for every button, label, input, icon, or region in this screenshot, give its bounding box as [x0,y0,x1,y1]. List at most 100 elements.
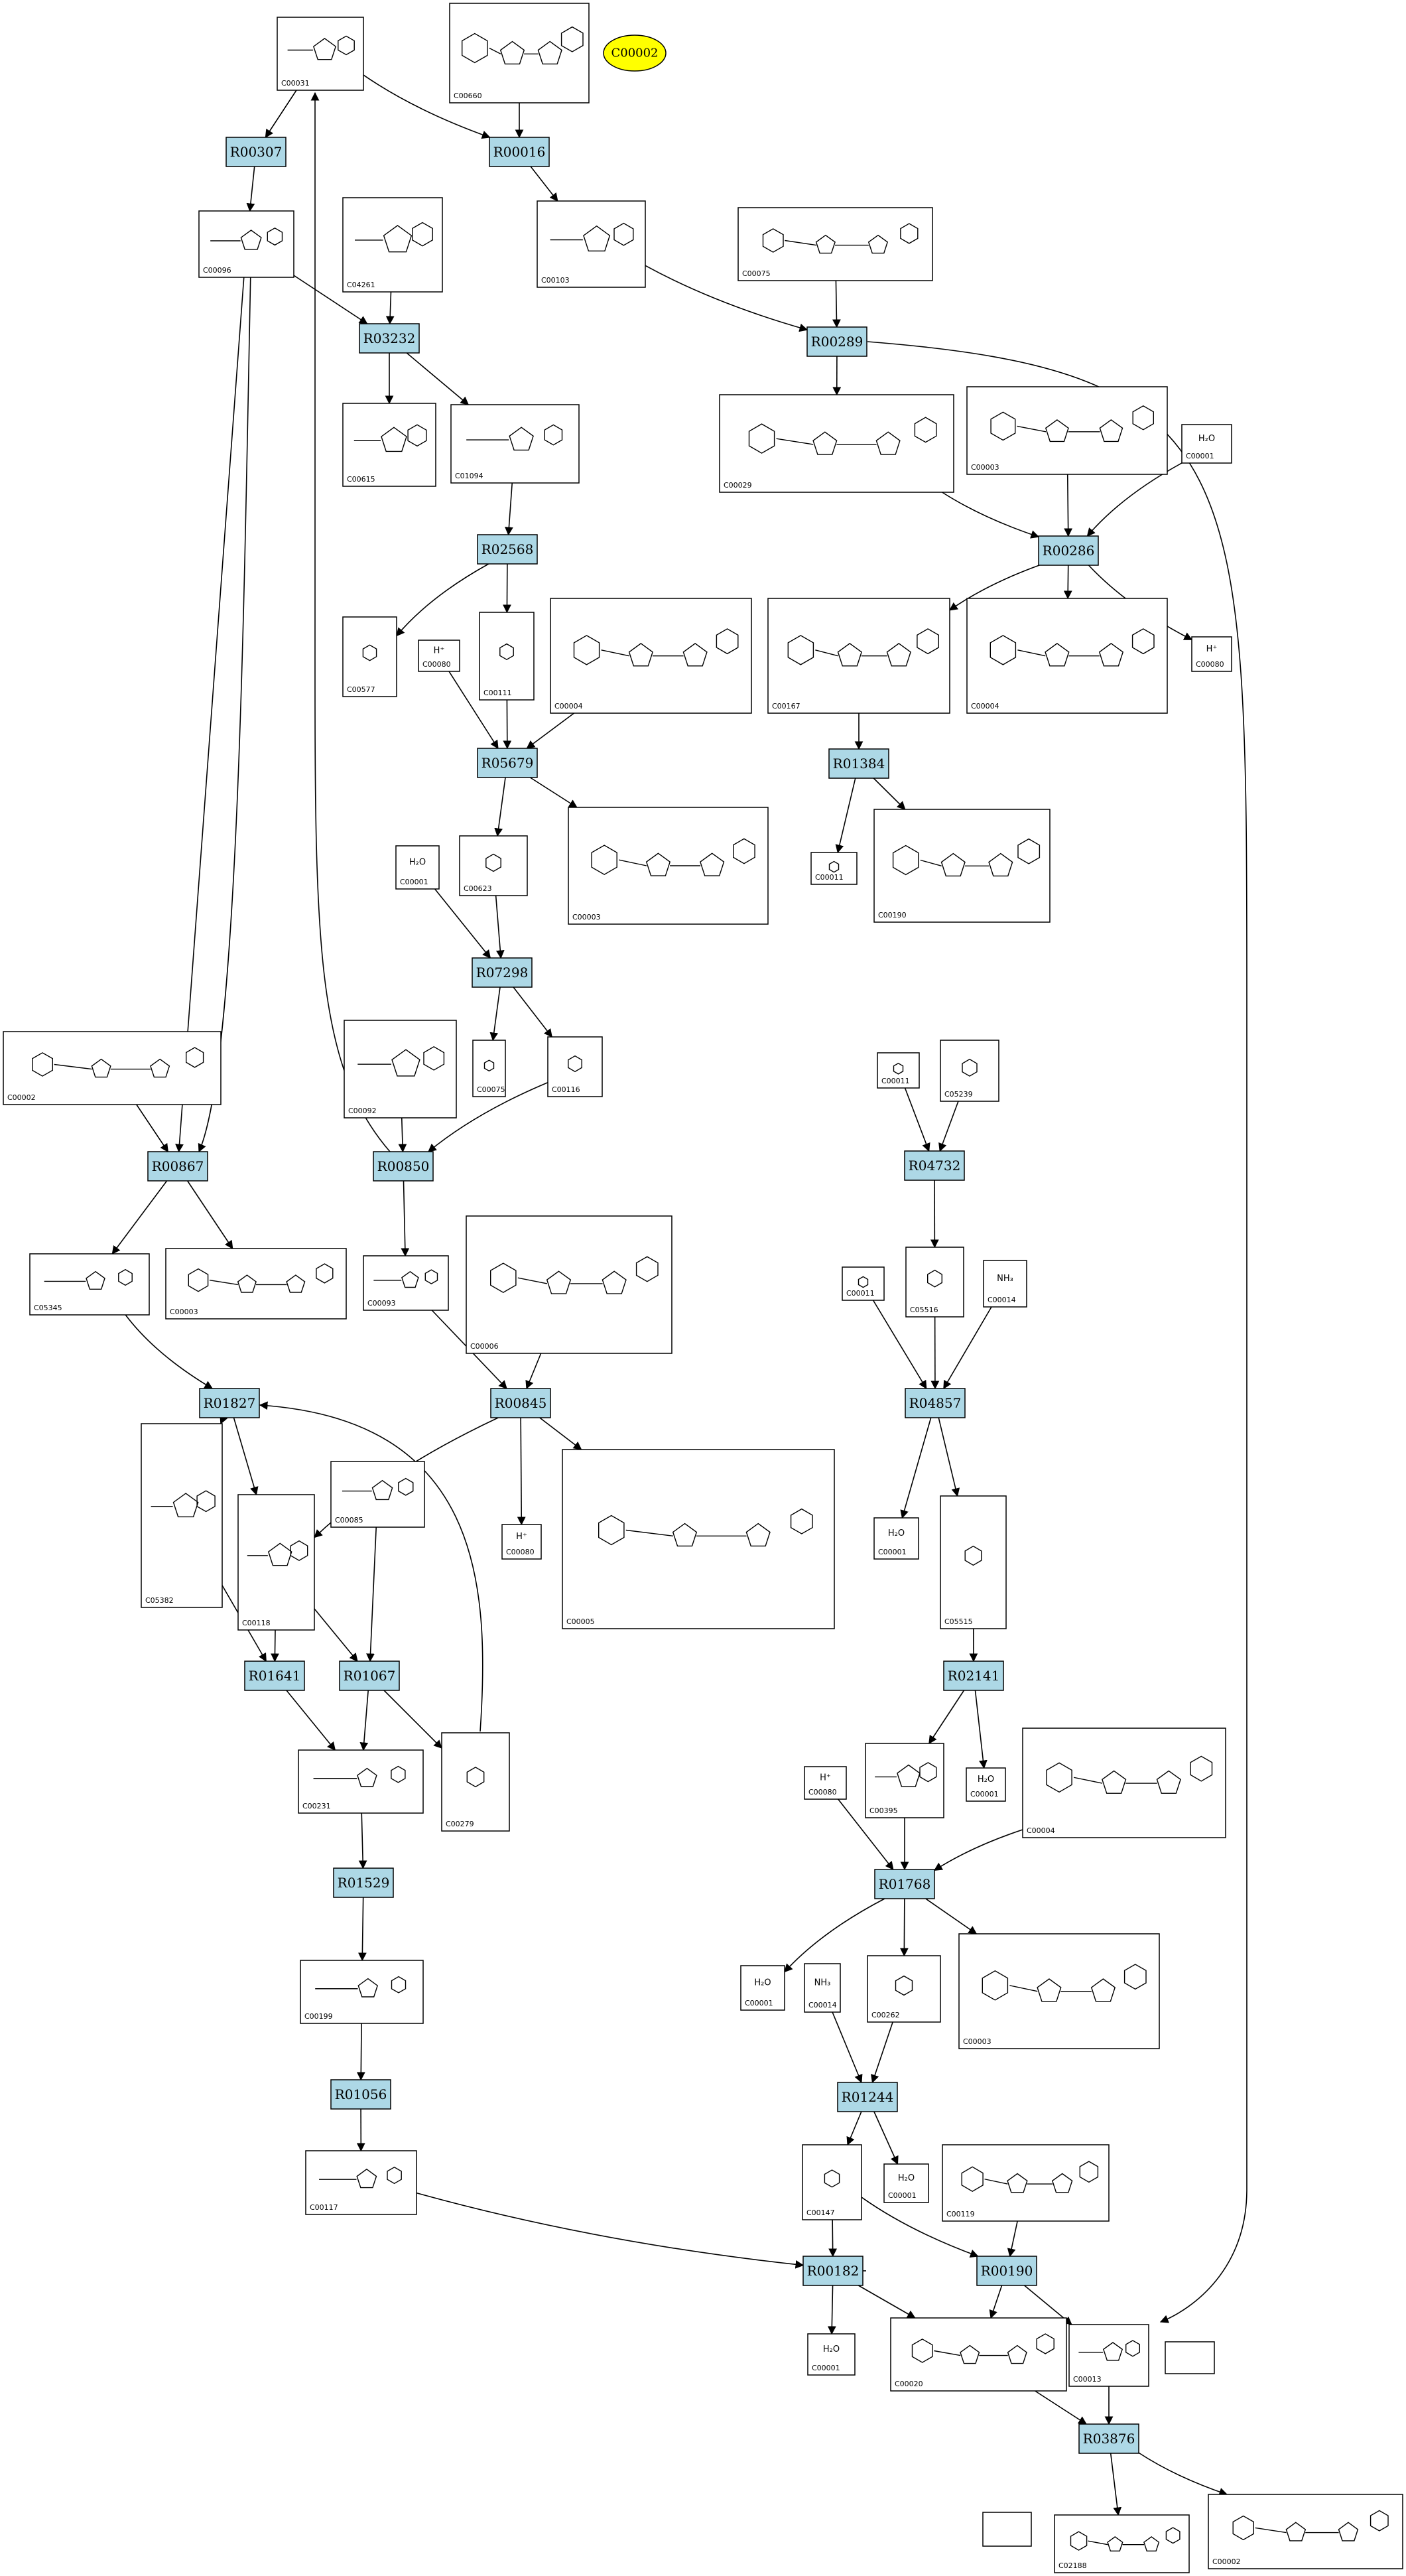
compound-node[interactable]: C00085 [330,1461,425,1528]
edge-arrow [366,1526,377,1662]
compound-node[interactable]: C00004 [1022,1728,1226,1838]
reaction-node[interactable]: R01529 [333,1867,394,1898]
reaction-node[interactable]: R03232 [359,323,420,354]
reaction-node[interactable]: R00190 [976,2256,1037,2286]
compound-node[interactable]: C00615 [342,403,436,487]
compound-node[interactable]: C00147 [802,2144,862,2220]
compound-node[interactable]: C00075 [737,207,933,281]
compound-node[interactable]: C00096 [198,210,294,278]
compound-node[interactable]: C00167 [767,598,950,714]
compound-node[interactable]: C04261 [342,197,443,293]
compound-node[interactable]: C00004 [550,598,752,714]
reaction-node[interactable]: R01384 [828,748,889,779]
reaction-node[interactable]: R00845 [490,1388,551,1418]
compound-node[interactable]: C00395 [865,1743,944,1818]
compound-node[interactable]: C00003 [568,807,769,925]
compound-id: C00011 [815,873,844,882]
compound-node[interactable]: C05345 [29,1253,150,1316]
reaction-node[interactable]: R00289 [806,326,867,357]
compound-node[interactable]: C00006 [466,1215,672,1354]
compound-node[interactable]: C00092 [344,1020,457,1119]
compound-node[interactable]: C00029 [719,394,954,493]
compound-node[interactable]: C00262 [867,1955,941,2023]
reaction-id: R00286 [1043,543,1095,559]
empty-compound-node[interactable] [1165,2341,1215,2374]
compound-node[interactable]: C01094 [450,404,580,484]
reaction-node[interactable]: R01067 [339,1661,400,1691]
compound-node[interactable]: C00231 [298,1749,424,1814]
compound-node[interactable]: H⁺C00080 [804,1766,847,1800]
reaction-node[interactable]: R02568 [477,534,538,565]
compound-node[interactable]: C00011 [842,1266,885,1301]
reaction-node[interactable]: R00307 [225,137,287,167]
compound-node[interactable]: C00011 [877,1052,920,1089]
reaction-node[interactable]: R00016 [489,137,550,167]
compound-node[interactable]: C00093 [363,1255,449,1311]
compound-node[interactable]: C02188 [1054,2514,1190,2573]
compound-node[interactable]: C00004 [966,598,1168,714]
reaction-node[interactable]: R00182 [802,2256,863,2286]
compound-node[interactable]: C00116 [547,1036,603,1097]
empty-compound-node[interactable] [982,2512,1032,2547]
pathway-oval[interactable]: C00002 [603,34,667,72]
compound-node[interactable]: C00577 [342,616,397,697]
compound-node[interactable]: C00005 [562,1449,835,1629]
reaction-id: R01768 [879,1876,931,1892]
reaction-node[interactable]: R07298 [472,957,533,988]
compound-node[interactable]: C00031 [277,17,364,91]
reaction-node[interactable]: R01827 [199,1388,260,1418]
compound-node[interactable]: C00660 [449,3,590,103]
compound-node[interactable]: C00199 [300,1960,424,2024]
compound-node[interactable]: C00111 [479,612,535,701]
compound-node[interactable]: C00002 [3,1031,222,1105]
reaction-node[interactable]: R00850 [373,1151,434,1182]
compound-id: C00003 [170,1308,198,1316]
compound-node[interactable]: C00075 [472,1040,506,1097]
compound-node[interactable]: C00118 [237,1494,315,1631]
compound-node[interactable]: C05516 [905,1247,964,1318]
compound-node[interactable]: H⁺C00080 [501,1524,542,1560]
compound-node[interactable]: C00003 [165,1248,347,1320]
reaction-node[interactable]: R01244 [837,2082,898,2112]
reaction-node[interactable]: R02141 [943,1661,1004,1691]
compound-node[interactable]: H⁺C00080 [418,640,460,672]
reaction-id: R01384 [833,756,885,772]
edge-arrow [784,1898,885,1973]
reaction-node[interactable]: R00286 [1038,535,1099,566]
reaction-node[interactable]: R04857 [905,1388,966,1418]
edge-arrow [359,1690,369,1751]
compound-node[interactable]: C05515 [940,1495,1007,1629]
reaction-node[interactable]: R01641 [244,1661,305,1691]
compound-node[interactable]: C00623 [459,835,528,896]
compound-node[interactable]: C00279 [441,1732,510,1832]
reaction-node[interactable]: R01768 [874,1869,935,1899]
compound-node[interactable]: C05239 [940,1040,999,1102]
edge-arrow [259,1401,483,1732]
compound-node[interactable]: C05382 [141,1423,223,1608]
compound-node[interactable]: C00011 [810,852,858,885]
reaction-node[interactable]: R01056 [330,2079,391,2110]
compound-node[interactable]: C00190 [873,809,1051,923]
compound-node[interactable]: C00117 [305,2150,417,2215]
compound-node[interactable]: H⁺C00080 [1191,636,1232,672]
reaction-node[interactable]: R04732 [904,1150,965,1181]
reaction-node[interactable]: R05679 [477,748,538,778]
compound-node[interactable]: C00003 [958,1933,1160,2049]
compound-node[interactable]: C00013 [1068,2324,1149,2387]
compound-node[interactable]: C00119 [942,2144,1110,2222]
compound-node[interactable]: C00003 [966,386,1168,475]
reaction-node[interactable]: R03876 [1078,2423,1139,2454]
compound-node[interactable]: C00020 [890,2317,1067,2392]
reaction-node[interactable]: R00867 [147,1151,208,1182]
compound-node[interactable]: C00002 [1208,2494,1403,2569]
compound-node[interactable]: C00103 [537,200,646,288]
